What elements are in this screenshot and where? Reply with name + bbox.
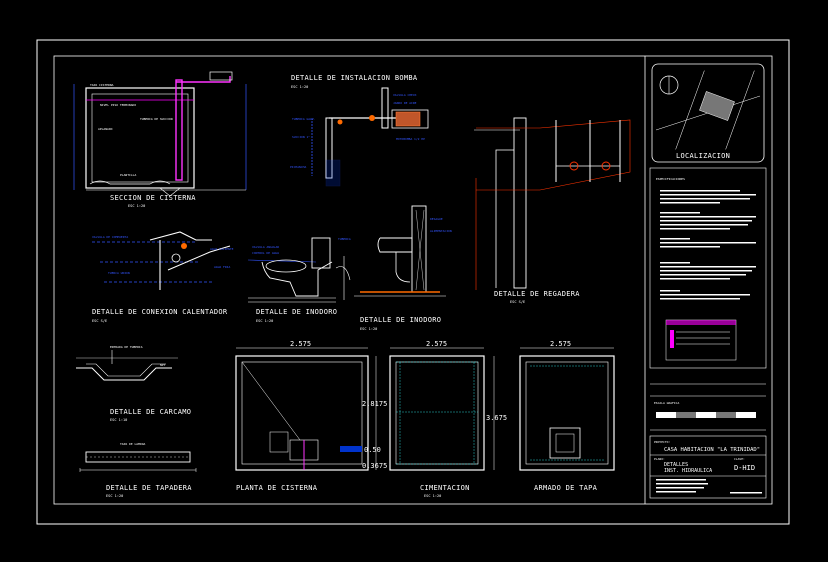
cimentacion-plan: 2.575 3.675 CIMENTACION ESC 1:20 xyxy=(389,340,507,498)
title-carcamo: DETALLE DE CARCAMO xyxy=(110,408,191,416)
localizacion-panel: LOCALIZACION xyxy=(651,63,765,163)
svg-text:ESC 1:20: ESC 1:20 xyxy=(128,204,145,208)
svg-text:NPT: NPT xyxy=(160,363,166,367)
title-conexion-calentador: DETALLE DE CONEXION CALENTADOR xyxy=(92,308,228,316)
svg-text:ALIMENTACION: ALIMENTACION xyxy=(430,229,452,233)
svg-text:PROYECTO:: PROYECTO: xyxy=(654,440,670,444)
svg-text:TUBERIA: TUBERIA xyxy=(338,237,351,241)
svg-text:TAPA CISTERNA: TAPA CISTERNA xyxy=(90,83,114,87)
inner-frame xyxy=(53,55,773,505)
inodoro-detail-1: VALVULA ANGULAR CONTROL DE AGUA TUBERIA … xyxy=(247,237,351,323)
svg-text:DESAGUE: DESAGUE xyxy=(430,217,443,221)
svg-text:SUCCION 1": SUCCION 1" xyxy=(292,135,310,139)
sheet-code: D-HID xyxy=(734,464,755,472)
svg-text:AGUA FRIA: AGUA FRIA xyxy=(214,265,230,269)
svg-text:VALVULA DE COMPUERTA: VALVULA DE COMPUERTA xyxy=(92,235,128,239)
svg-text:ESPECIFICACIONES: ESPECIFICACIONES xyxy=(656,177,685,181)
svg-text:ESCALA GRAFICA: ESCALA GRAFICA xyxy=(654,401,679,405)
svg-text:APLANADO: APLANADO xyxy=(98,127,113,131)
title-tapadera: DETALLE DE TAPADERA xyxy=(106,484,192,492)
svg-text:CONTROL DE AGUA: CONTROL DE AGUA xyxy=(252,251,279,255)
svg-text:TUBERIA GALV.: TUBERIA GALV. xyxy=(292,117,316,121)
svg-text:PLANTILLA: PLANTILLA xyxy=(120,173,136,177)
carcamo-detail: ENTRADA DE TUBERIA NPT DETALLE DE CARCAM… xyxy=(76,345,191,422)
specifications-panel: ESPECIFICACIONES xyxy=(649,167,767,369)
svg-text:TUERCA UNION: TUERCA UNION xyxy=(108,271,130,275)
svg-text:ESC 1:20: ESC 1:20 xyxy=(106,494,123,498)
title-block: PROYECTO: CASA HABITACION "LA TRINIDAD" … xyxy=(649,435,767,499)
svg-text:ESC 1:20: ESC 1:20 xyxy=(360,327,377,331)
svg-text:PLANO:: PLANO: xyxy=(654,457,665,461)
svg-text:DETALLES: DETALLES xyxy=(664,462,688,468)
svg-text:ESC 1:10: ESC 1:10 xyxy=(110,418,127,422)
title-inodoro-1: DETALLE DE INODORO xyxy=(256,308,337,316)
svg-text:TUBERIA DE SUCCION: TUBERIA DE SUCCION xyxy=(140,117,173,121)
svg-text:VALVULA CHECK: VALVULA CHECK xyxy=(393,93,417,97)
svg-text:2.575: 2.575 xyxy=(550,340,571,348)
svg-text:AGUA CALIENTE: AGUA CALIENTE xyxy=(210,247,234,251)
svg-text:JARRO DE AIRE: JARRO DE AIRE xyxy=(393,101,417,105)
title-localizacion: LOCALIZACION xyxy=(676,152,730,160)
outer-frame xyxy=(36,39,790,525)
svg-text:NIVEL PISO TERMINADO: NIVEL PISO TERMINADO xyxy=(100,103,136,107)
seccion-cisterna-detail: NIVEL PISO TERMINADO APLANADO TUBERIA DE… xyxy=(73,71,247,208)
svg-text:ESC 1:20: ESC 1:20 xyxy=(256,319,273,323)
planta-cisterna-plan: 2.575 2.8175 0.50 0.3675 PLANTA DE CISTE… xyxy=(235,340,387,492)
svg-text:2.8175: 2.8175 xyxy=(362,400,387,408)
svg-text:ESC 1:20: ESC 1:20 xyxy=(291,85,308,89)
svg-text:3.675: 3.675 xyxy=(486,414,507,422)
armado-tapa-plan: 2.575 ARMADO DE TAPA xyxy=(519,340,615,492)
graphic-scale: ESCALA GRAFICA xyxy=(650,383,766,431)
title-seccion-cisterna: SECCION DE CISTERNA xyxy=(110,194,196,202)
svg-text:VALVULA ANGULAR: VALVULA ANGULAR xyxy=(252,245,279,249)
title-planta-cisterna: PLANTA DE CISTERNA xyxy=(236,484,318,492)
svg-text:2.575: 2.575 xyxy=(290,340,311,348)
instalacion-bomba-detail: DETALLE DE INSTALACION BOMBA ESC 1:20 VA… xyxy=(290,74,429,187)
title-instalacion-bomba: DETALLE DE INSTALACION BOMBA xyxy=(291,74,418,82)
project-name: CASA HABITACION "LA TRINIDAD" xyxy=(664,447,760,453)
tapadera-detail: TAPA DE LAMINA DETALLE DE TAPADERA ESC 1… xyxy=(79,442,197,498)
svg-text:INST. HIDRAULICA: INST. HIDRAULICA xyxy=(664,468,712,474)
svg-text:ESC S/E: ESC S/E xyxy=(92,319,107,323)
svg-text:ESC 1:20: ESC 1:20 xyxy=(424,494,441,498)
svg-text:MOTOBOMBA 1/2 HP: MOTOBOMBA 1/2 HP xyxy=(396,137,425,141)
svg-text:ENTRADA DE TUBERIA: ENTRADA DE TUBERIA xyxy=(110,345,143,349)
svg-text:ESC S/E: ESC S/E xyxy=(510,300,525,304)
title-inodoro-2: DETALLE DE INODORO xyxy=(360,316,441,324)
svg-text:TAPA DE LAMINA: TAPA DE LAMINA xyxy=(120,442,145,446)
title-armado-tapa: ARMADO DE TAPA xyxy=(534,484,598,492)
conexion-calentador-detail: VALVULA DE COMPUERTA AGUA CALIENTE AGUA … xyxy=(92,231,234,323)
svg-text:0.50: 0.50 xyxy=(364,446,381,454)
svg-text:0.3675: 0.3675 xyxy=(362,462,387,470)
svg-text:2.575: 2.575 xyxy=(426,340,447,348)
regadera-detail: DETALLE DE REGADERA ESC S/E xyxy=(474,117,631,304)
svg-text:CLAVE:: CLAVE: xyxy=(734,457,745,461)
inodoro-detail-2: DESAGUE ALIMENTACION DETALLE DE INODORO … xyxy=(354,205,452,331)
title-cimentacion: CIMENTACION xyxy=(420,484,470,492)
svg-text:PICHANCHA: PICHANCHA xyxy=(290,165,306,169)
title-regadera: DETALLE DE REGADERA xyxy=(494,290,580,298)
